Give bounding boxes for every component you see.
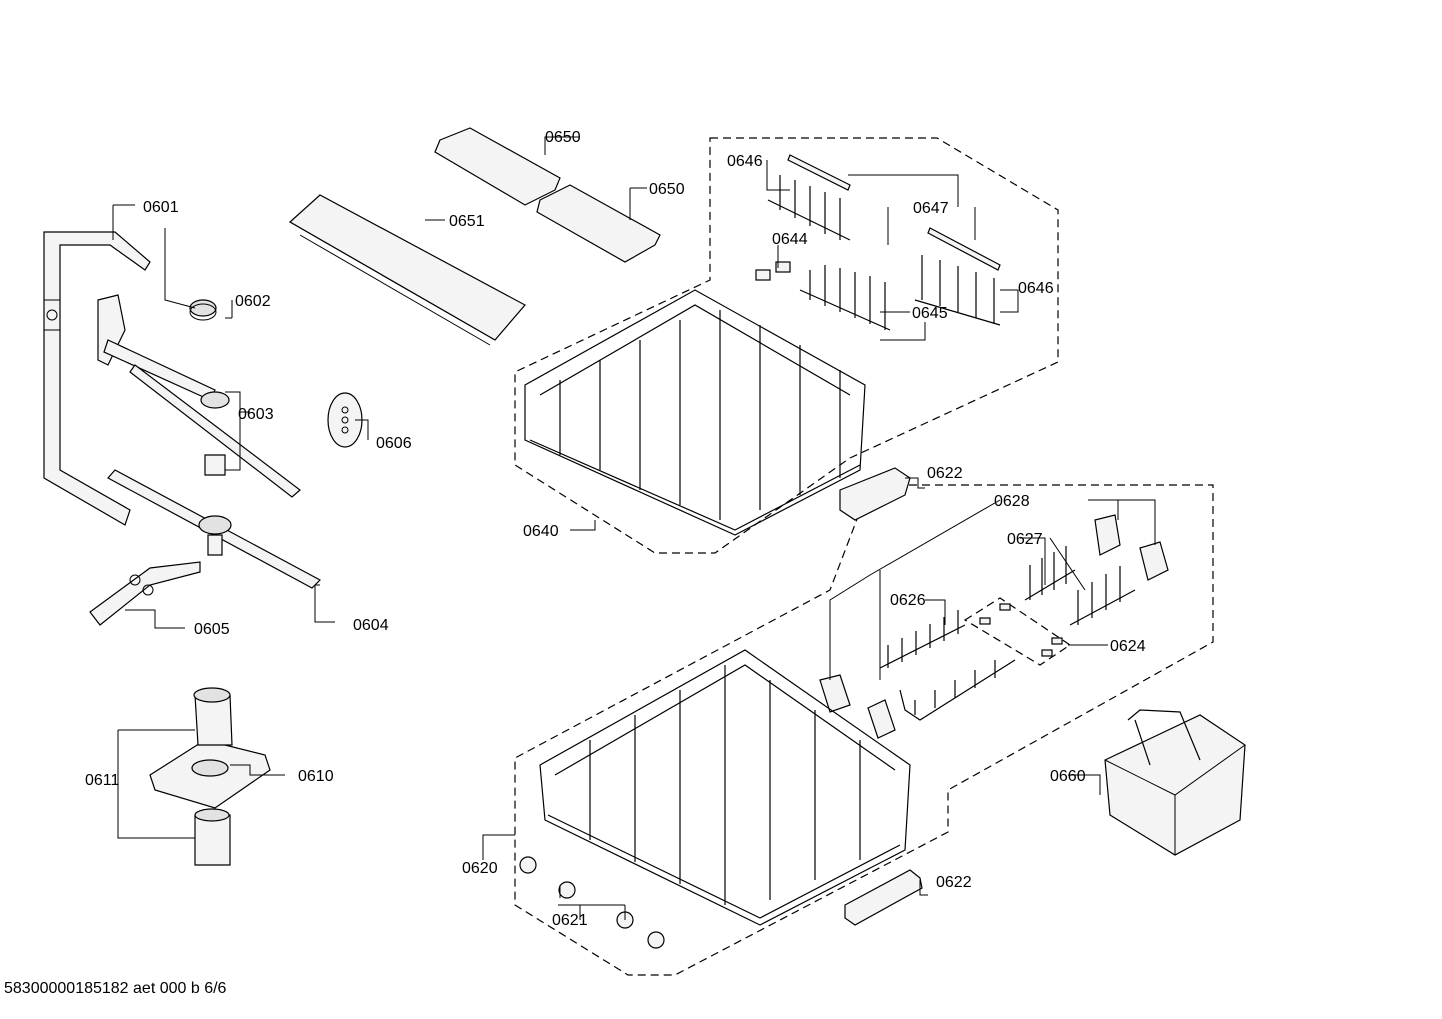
label-0622-upper: 0622 xyxy=(927,465,963,482)
part-0626-tine-racks xyxy=(879,610,1016,721)
part-0628-holders xyxy=(1094,514,1169,581)
label-0605: 0605 xyxy=(194,621,230,638)
document-id: 58300000185182 aet 000 b 6/6 xyxy=(4,980,227,997)
label-0624: 0624 xyxy=(1110,638,1146,655)
label-0610: 0610 xyxy=(298,768,334,785)
label-0621: 0621 xyxy=(552,912,588,929)
part-0627-tine-racks xyxy=(1024,546,1136,626)
label-0622-lower: 0622 xyxy=(936,874,972,891)
part-0644-clip xyxy=(755,261,791,281)
part-0603-upper-spray-arm xyxy=(97,294,301,498)
label-0640: 0640 xyxy=(523,523,559,540)
label-0627: 0627 xyxy=(1007,531,1043,548)
part-0620-lower-basket xyxy=(539,649,911,926)
part-0660-cutlery-basket xyxy=(1104,709,1246,856)
part-0624-clips xyxy=(963,597,1072,666)
label-0646-right: 0646 xyxy=(1018,280,1054,297)
label-0604: 0604 xyxy=(353,617,389,634)
part-0622-handle-lower xyxy=(844,869,923,926)
part-0645-folding-tines xyxy=(799,265,891,331)
part-0640-upper-basket xyxy=(524,289,866,536)
part-0646-tine-row-left xyxy=(767,154,851,241)
label-0611: 0611 xyxy=(85,772,120,789)
label-0606: 0606 xyxy=(376,435,412,452)
label-0660: 0660 xyxy=(1050,768,1086,785)
lower-basket-group-boundary xyxy=(514,484,1214,976)
part-0647-tine-row-right xyxy=(914,227,1001,326)
part-side-supports xyxy=(819,674,896,739)
part-0621-wheels xyxy=(519,856,665,949)
label-0650-upper: 0650 xyxy=(545,129,581,146)
label-0647: 0647 xyxy=(913,200,949,217)
part-0650-rack-lower xyxy=(536,184,661,263)
part-0604-lower-spray-arm xyxy=(107,469,321,589)
leader-lines xyxy=(112,136,1156,920)
part-0610-flat-filter xyxy=(149,739,271,809)
part-0601-supply-pipe xyxy=(43,231,151,526)
label-0620: 0620 xyxy=(462,860,498,877)
label-0650-lower: 0650 xyxy=(649,181,685,198)
upper-basket-group-boundary xyxy=(514,137,1059,554)
part-0622-handle-upper xyxy=(839,467,911,521)
label-0602: 0602 xyxy=(235,293,271,310)
part-0650-rack-upper xyxy=(434,127,561,206)
part-0651-cutlery-drawer xyxy=(288,194,526,346)
label-0603: 0603 xyxy=(238,406,274,423)
part-labels: 0601 0602 0603 0604 0605 0606 0610 0611 … xyxy=(85,129,1146,929)
part-0611-fine-filter xyxy=(193,687,233,866)
label-0601: 0601 xyxy=(143,199,179,216)
part-0602-nut xyxy=(189,299,217,321)
part-0605-filter-cover xyxy=(89,561,201,626)
label-0644: 0644 xyxy=(772,231,808,248)
label-0626: 0626 xyxy=(890,592,926,609)
label-0651: 0651 xyxy=(449,213,485,230)
label-0628: 0628 xyxy=(994,493,1030,510)
label-0645: 0645 xyxy=(912,305,948,322)
label-0646-upper: 0646 xyxy=(727,153,763,170)
